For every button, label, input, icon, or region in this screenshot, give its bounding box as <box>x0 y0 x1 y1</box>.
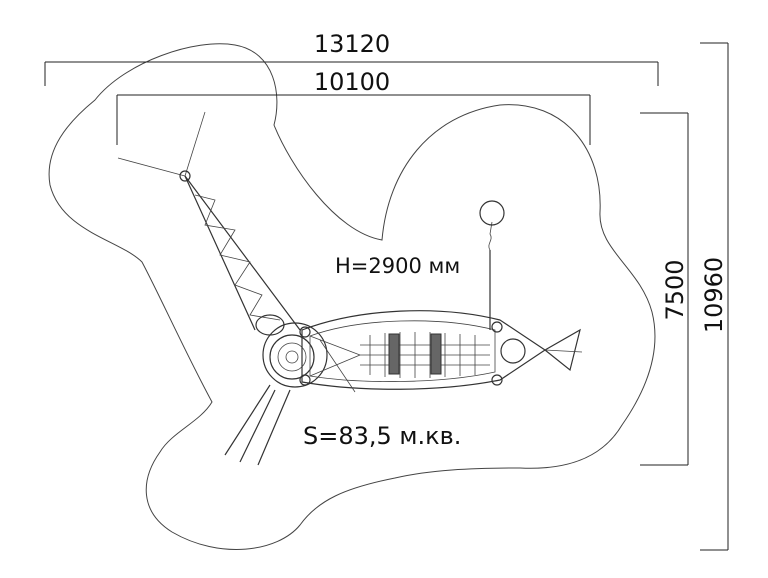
height-annotation: H=2900 мм <box>335 254 460 278</box>
safety-zone-outline <box>48 43 656 550</box>
dimension-overall-width: 13120 <box>44 30 659 86</box>
structure-width-label: 10100 <box>314 68 390 96</box>
dimension-structure-depth: 7500 <box>640 112 689 466</box>
play-structure <box>117 111 583 466</box>
dimension-structure-width: 10100 <box>116 68 591 145</box>
area-annotation: S=83,5 м.кв. <box>303 422 461 450</box>
overall-depth-label: 10960 <box>700 257 728 333</box>
structure-depth-label: 7500 <box>661 259 689 320</box>
overall-width-label: 13120 <box>314 30 390 58</box>
dimension-overall-depth: 10960 <box>700 42 729 551</box>
